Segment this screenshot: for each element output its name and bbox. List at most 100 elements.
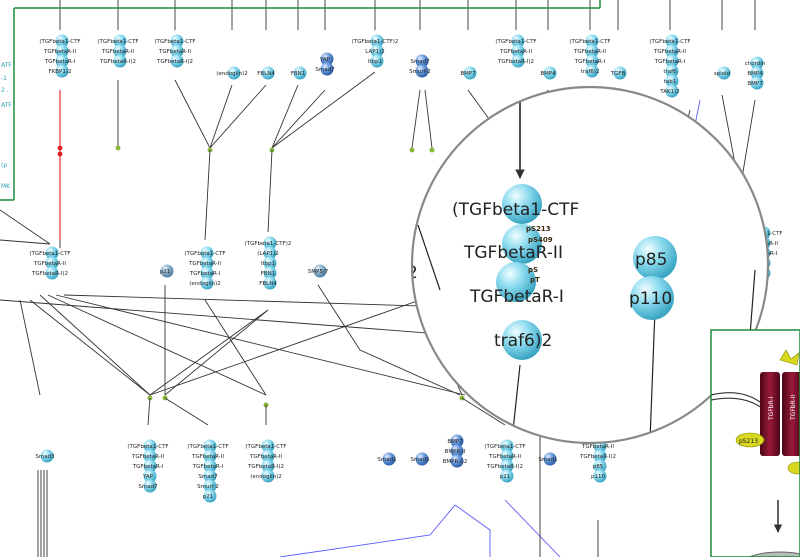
top-node-8-label-0: Smad7 — [410, 59, 430, 65]
bot-node-1-ball-2 — [143, 459, 157, 473]
bot-node-2-label-0: (TGFbeta1-CTF — [187, 444, 228, 450]
bot-node-7-ball-1 — [500, 449, 514, 463]
lens-node-tgfbetar2 — [502, 224, 542, 264]
top-node-16-label-0: chordin — [745, 61, 766, 67]
mid-node-2-ball-1 — [200, 256, 214, 270]
side-fragment-6: MK — [1, 183, 11, 190]
bot-node-8[interactable]: Smad1 — [538, 452, 558, 466]
bot-node-9-label-2: TGFbetaR-I)2 — [579, 454, 616, 460]
edge-endoglin-down — [204, 299, 267, 396]
top-node-16-ball-0 — [750, 56, 764, 70]
top-node-10-label-2: TGFbetaR-I)2 — [497, 59, 534, 65]
top-node-10-ball-0 — [511, 34, 525, 48]
mid-node-1[interactable]: p21 — [160, 264, 174, 278]
top-node-9-ball-0 — [463, 66, 477, 80]
top-node-16-ball-2 — [750, 76, 764, 90]
mid-node-4[interactable]: SMP5/7 — [308, 264, 329, 278]
top-node-0-label-0: (TGFbeta1-CTF — [39, 39, 80, 45]
bot-node-1-ball-0 — [143, 439, 157, 453]
mid-node-3-label-3: FBN1 — [261, 271, 276, 277]
mid-node-3-ball-4 — [263, 276, 277, 290]
top-node-1-label-1: TGFbetaR-II — [101, 49, 134, 55]
edge-cross-2 — [19, 299, 151, 396]
top-node-13-label-0: TGFB — [610, 71, 626, 77]
top-node-12[interactable]: (TGFbeta1-CTFTGFbetaR-IITGFbetaR-Itraf6)… — [569, 34, 611, 78]
top-node-12-label-0: (TGFbeta1-CTF — [569, 39, 610, 45]
bot-node-5-ball-0 — [415, 452, 429, 466]
bot-node-1-label-4: Smad7 — [138, 484, 158, 490]
bot-node-5[interactable]: Smad5 — [410, 452, 430, 466]
bot-node-2-ball-5 — [203, 489, 217, 503]
bot-node-7-ball-0 — [500, 439, 514, 453]
bot-node-3-ball-1 — [261, 449, 275, 463]
lens-node-tgfbeta1 — [502, 184, 542, 224]
magnifier-lens[interactable]: (TGFbeta1-CTF TGFbetaR-II TGFbetaR-I tra… — [407, 85, 770, 445]
top-node-3[interactable]: (endoglin)2 — [216, 66, 248, 80]
bot-node-5-label-0: Smad5 — [410, 457, 430, 463]
bot-node-4[interactable]: Smad1 — [377, 452, 397, 466]
top-node-12-ball-0 — [585, 34, 599, 48]
bot-node-6-ball-2 — [450, 454, 464, 468]
bot-node-0[interactable]: Smad3 — [35, 449, 55, 463]
bot-node-3-label-1: TGFbetaR-II — [249, 454, 282, 460]
side-fragment-1: ATF — [1, 62, 12, 69]
bot-node-1-label-1: TGFbetaR-II — [131, 454, 164, 460]
junction-dot-3 — [409, 147, 415, 153]
top-node-3-ball-0 — [227, 66, 241, 80]
edge-d — [411, 89, 433, 149]
bot-node-2[interactable]: (TGFbeta1-CTFTGFbetaR-IITGFbetaR-ISmad7S… — [187, 439, 229, 503]
top-node-5[interactable]: FBN1 — [291, 66, 307, 80]
bot-node-2-label-2: TGFbetaR-I — [192, 464, 224, 470]
top-node-2-label-0: (TGFbeta1-CTF — [154, 39, 195, 45]
bot-node-2-ball-2 — [203, 459, 217, 473]
lens-label-line2: TGFbetaR-II — [463, 243, 563, 263]
top-node-12-label-1: TGFbetaR-II — [573, 49, 606, 55]
bot-node-6-label-2: BMPR-I)2 — [443, 459, 468, 465]
top-node-2-ball-0 — [170, 34, 184, 48]
mid-node-2-ball-3 — [200, 276, 214, 290]
bot-node-1[interactable]: (TGFbeta1-CTFTGFbetaR-IITGFbetaR-IYAPSma… — [127, 439, 169, 493]
bot-node-0-ball-0 — [40, 449, 54, 463]
edge-bottom-in — [147, 397, 506, 426]
top-node-14-ball-0 — [665, 34, 679, 48]
lens-label-line1: (TGFbeta1-CTF — [452, 200, 579, 220]
bot-node-7-ball-2 — [500, 459, 514, 473]
top-node-13[interactable]: TGFB — [610, 66, 627, 80]
top-node-6-label-1: Smad7 — [315, 67, 335, 73]
bot-node-9-ball-2 — [593, 449, 607, 463]
top-node-15-label-0: spiold — [714, 71, 730, 77]
edge-c — [271, 71, 376, 149]
top-node-12-ball-3 — [585, 64, 599, 78]
receptor-tgfbr1-bar — [760, 372, 780, 456]
mid-node-2[interactable]: (TGFbeta1-CTFTGFbetaR-IITGFbetaR-I(endog… — [184, 246, 226, 290]
mid-node-0-ball-0 — [45, 246, 59, 260]
top-node-11-ball-0 — [543, 66, 557, 80]
top-node-0-ball-3 — [55, 64, 69, 78]
receptor-inset[interactable]: TGFbR-I TGFbR-II pS213 — [710, 329, 800, 557]
bot-node-3[interactable]: (TGFbeta1-CTFTGFbetaR-IITGFbetaR-I)2(end… — [245, 439, 287, 483]
bot-node-7-label-0: (TGFbeta1-CTF — [484, 444, 525, 450]
top-node-15[interactable]: spiold — [714, 66, 731, 80]
top-node-11[interactable]: BMP4 — [540, 66, 557, 80]
top-node-4[interactable]: FBLN4 — [257, 66, 275, 80]
top-node-14[interactable]: (TGFbeta1-CTFTGFbetaR-IITGFbetaR-Itraf6t… — [649, 34, 691, 98]
phospho-badge-label: pS213 — [739, 438, 758, 445]
mid-node-0-ball-2 — [45, 266, 59, 280]
bot-node-7-label-1: TGFbetaR-II — [488, 454, 521, 460]
bot-node-9-ball-3 — [593, 459, 607, 473]
top-node-9[interactable]: BMP7 — [460, 66, 477, 80]
top-node-7-ball-2 — [370, 54, 384, 68]
top-node-0[interactable]: (TGFbeta1-CTFTGFbetaR-IITGFbetaR-IFKBP1)… — [39, 34, 81, 78]
